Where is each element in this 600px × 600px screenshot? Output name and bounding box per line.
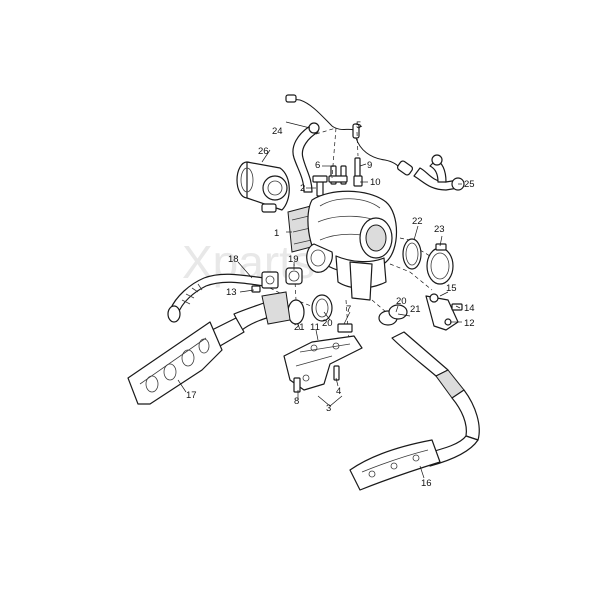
callout-13: 13 [226, 287, 237, 298]
callout-14: 14 [464, 303, 475, 314]
callout-15: 15 [446, 283, 457, 294]
callout-24: 24 [272, 126, 283, 137]
callout-7: 7 [346, 304, 351, 315]
callout-10: 10 [370, 177, 381, 188]
callout-9: 9 [367, 160, 372, 171]
vacuum-hose-part [167, 271, 279, 323]
callout-16: 16 [421, 478, 432, 489]
callout-4: 4 [336, 386, 341, 397]
turbocharger-part [287, 190, 397, 301]
callout-21-upper: 21 [410, 304, 421, 315]
connection-piece-part [236, 161, 290, 213]
callout-23: 23 [434, 224, 445, 235]
exhaust-manifold-part [127, 291, 291, 405]
callout-5: 5 [356, 120, 361, 131]
callout-8: 8 [294, 396, 299, 407]
callout-20-lower: 20 [322, 318, 333, 329]
coolant-hose-part [292, 122, 320, 193]
callout-12: 12 [464, 318, 475, 329]
callout-17: 17 [186, 390, 197, 401]
support-bracket-part [283, 323, 363, 393]
callout-22: 22 [412, 216, 423, 227]
gasket-and-clamps [251, 267, 408, 326]
callout-26: 26 [258, 146, 269, 157]
callout-20-upper: 20 [396, 296, 407, 307]
callout-2: 2 [300, 183, 305, 194]
callout-19: 19 [288, 254, 299, 265]
stud-bolts [312, 157, 363, 197]
callout-6: 6 [315, 160, 320, 171]
callout-25: 25 [464, 179, 475, 190]
bracket-part [425, 293, 463, 331]
seal-rings [402, 238, 454, 285]
sensor-cable-part [285, 94, 414, 176]
callout-3: 3 [326, 403, 331, 414]
callout-1: 1 [274, 228, 279, 239]
callout-21-lower: 21 [294, 322, 305, 333]
return-pipe-part [413, 154, 465, 191]
callout-11: 11 [310, 322, 320, 333]
exhaust-downpipe-part [349, 331, 480, 491]
leader-lines [177, 121, 462, 479]
callout-labels: 1 2 3 4 5 6 7 8 9 10 11 12 13 14 15 16 1… [186, 120, 475, 489]
callout-18: 18 [228, 254, 239, 265]
